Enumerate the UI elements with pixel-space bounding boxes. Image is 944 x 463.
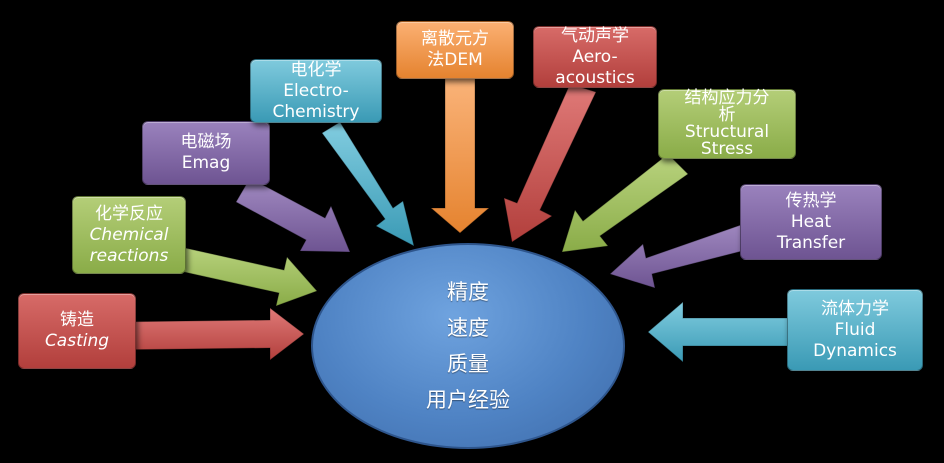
node-aero-en-1: Aero- xyxy=(572,46,618,67)
node-emag: 电磁场 Emag xyxy=(142,121,270,185)
node-aero-en-2: acoustics xyxy=(555,67,635,88)
node-aero-zh: 气动声学 xyxy=(561,25,629,46)
node-electrochem-en-2: Chemistry xyxy=(272,101,360,122)
arrow-aero xyxy=(503,83,597,243)
arrow-structural xyxy=(561,153,689,253)
node-heat: 传热学 Heat Transfer xyxy=(740,184,882,260)
node-chemical: 化学反应 Chemical reactions xyxy=(72,196,186,274)
arrow-fluid xyxy=(647,300,806,364)
node-electrochem: 电化学 Electro- Chemistry xyxy=(250,59,382,123)
node-emag-en: Emag xyxy=(181,153,231,173)
node-fluid: 流体力学 Fluid Dynamics xyxy=(787,289,923,371)
node-casting: 铸造 Casting xyxy=(18,293,136,369)
node-dem: 离散元方 法DEM xyxy=(396,21,514,79)
arrow-electrochem xyxy=(321,121,415,247)
node-electrochem-zh: 电化学 xyxy=(290,59,342,80)
node-emag-zh: 电磁场 xyxy=(180,132,232,152)
node-heat-en-2: Transfer xyxy=(776,232,846,253)
node-structural-zh-2: 析 xyxy=(718,105,736,125)
node-chemical-en-2: reactions xyxy=(89,245,169,266)
node-fluid-en-2: Dynamics xyxy=(813,340,897,361)
hub-line-precision: 精度 xyxy=(447,280,489,304)
node-chemical-en-1: Chemical xyxy=(89,224,169,245)
node-casting-zh: 铸造 xyxy=(60,310,94,330)
node-chemical-zh: 化学反应 xyxy=(95,203,163,224)
node-structural-zh-1: 结构应力分 xyxy=(684,88,770,108)
central-ellipse: 精度 速度 质量 用户经验 xyxy=(311,243,625,449)
arrow-dem xyxy=(429,71,491,234)
node-fluid-zh: 流体力学 xyxy=(821,298,889,319)
node-structural-en-1: Structural xyxy=(684,122,770,142)
arrow-emag xyxy=(235,177,351,253)
node-fluid-en-1: Fluid xyxy=(834,319,876,340)
node-aero: 气动声学 Aero- acoustics xyxy=(533,26,657,88)
node-structural-en-2: Stress xyxy=(700,139,754,159)
node-dem-line-2: 法DEM xyxy=(427,50,483,70)
node-heat-zh: 传热学 xyxy=(785,190,837,211)
hub-line-user-experience: 用户经验 xyxy=(426,388,510,412)
node-casting-en: Casting xyxy=(44,331,110,351)
node-heat-en-1: Heat xyxy=(790,211,832,232)
arrow-chemical xyxy=(165,244,318,307)
node-structural: 结构应力分 析 Structural Stress xyxy=(658,89,796,159)
node-dem-zh: 离散元方 xyxy=(421,29,489,49)
node-electrochem-en-1: Electro- xyxy=(283,80,349,101)
hub-line-quality: 质量 xyxy=(447,352,489,376)
hub-line-speed: 速度 xyxy=(447,316,489,340)
